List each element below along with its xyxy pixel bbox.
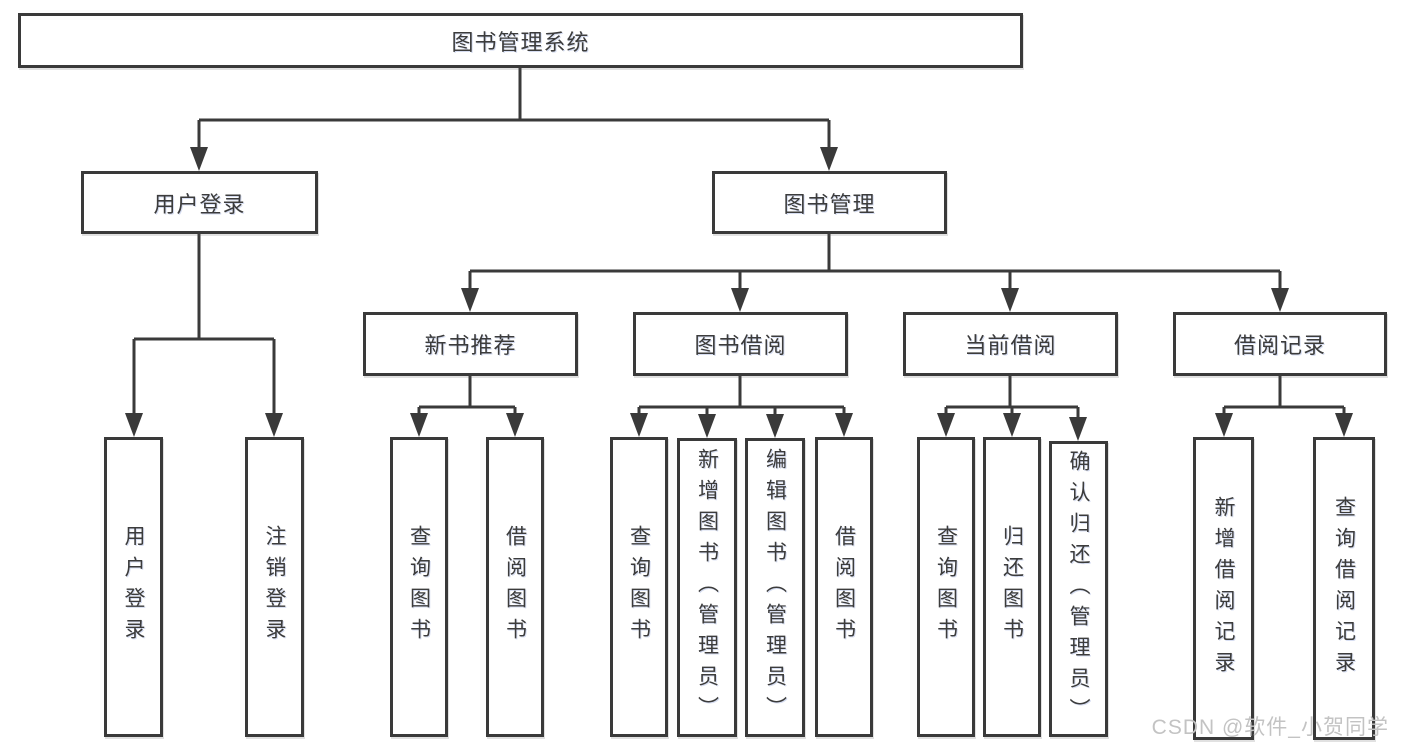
node-user-login: 用户登录 bbox=[81, 171, 318, 234]
leaf-query-books-borrow: 查询图书 bbox=[610, 437, 668, 737]
arrowhead bbox=[265, 413, 283, 437]
leaf-borrow-books-borrow-label: 借阅图书 bbox=[832, 525, 856, 649]
arrowhead bbox=[820, 147, 838, 171]
connector-borrow-record-split bbox=[1222, 376, 1346, 416]
leaf-add-books-admin-label: 新增图书（管理员） bbox=[695, 448, 719, 727]
node-user-login-label: 用户登录 bbox=[153, 191, 246, 217]
leaf-query-books-current-label: 查询图书 bbox=[934, 525, 958, 649]
arrowhead bbox=[190, 147, 208, 171]
leaf-query-borrow-record: 查询借阅记录 bbox=[1313, 437, 1375, 740]
node-new-book-rec: 新书推荐 bbox=[363, 312, 578, 376]
arrowhead bbox=[698, 414, 716, 438]
leaf-confirm-return-admin: 确认归还（管理员） bbox=[1049, 441, 1108, 737]
leaf-query-borrow-record-label: 查询借阅记录 bbox=[1332, 495, 1356, 682]
arrowhead bbox=[731, 288, 749, 312]
arrowhead bbox=[1335, 413, 1353, 437]
leaf-return-books-label: 归还图书 bbox=[1000, 525, 1024, 649]
connector-current-borrow-split bbox=[944, 376, 1080, 420]
leaf-return-books: 归还图书 bbox=[983, 437, 1041, 737]
leaf-user-login-label: 用户登录 bbox=[122, 525, 145, 649]
leaf-logout: 注销登录 bbox=[245, 437, 304, 737]
arrowhead bbox=[410, 413, 428, 437]
arrowhead bbox=[1003, 413, 1021, 437]
arrowhead bbox=[630, 413, 648, 437]
leaf-borrow-books-newrec-label: 借阅图书 bbox=[503, 525, 527, 649]
node-root: 图书管理系统 bbox=[18, 13, 1023, 68]
node-book-mgmt: 图书管理 bbox=[712, 171, 947, 234]
node-new-book-rec-label: 新书推荐 bbox=[424, 333, 517, 358]
node-root-label: 图书管理系统 bbox=[451, 29, 590, 55]
connector-root-split bbox=[197, 68, 831, 150]
leaf-add-borrow-record: 新增借阅记录 bbox=[1193, 437, 1254, 740]
leaf-logout-label: 注销登录 bbox=[263, 525, 286, 649]
leaf-edit-books-admin: 编辑图书（管理员） bbox=[745, 438, 805, 737]
arrowhead bbox=[766, 414, 784, 438]
arrowhead bbox=[1215, 413, 1233, 437]
arrowhead bbox=[937, 413, 955, 437]
node-current-borrow: 当前借阅 bbox=[903, 312, 1118, 376]
arrowhead bbox=[1001, 288, 1019, 312]
node-book-borrow-label: 图书借阅 bbox=[694, 333, 787, 358]
connector-user-login-split bbox=[132, 234, 276, 416]
arrowhead bbox=[1069, 417, 1087, 441]
node-current-borrow-label: 当前借阅 bbox=[964, 333, 1057, 358]
node-borrow-record: 借阅记录 bbox=[1173, 312, 1387, 376]
leaf-query-books-newrec-label: 查询图书 bbox=[407, 525, 431, 649]
arrowhead bbox=[835, 413, 853, 437]
node-book-borrow: 图书借阅 bbox=[633, 312, 848, 376]
leaf-confirm-return-admin-label: 确认归还（管理员） bbox=[1067, 449, 1090, 729]
leaf-user-login: 用户登录 bbox=[104, 437, 163, 737]
leaf-query-books-current: 查询图书 bbox=[917, 437, 975, 737]
node-book-mgmt-label: 图书管理 bbox=[783, 191, 876, 217]
leaf-borrow-books-borrow: 借阅图书 bbox=[815, 437, 873, 737]
arrowheads bbox=[125, 147, 1353, 441]
arrowhead bbox=[1271, 288, 1289, 312]
leaf-add-books-admin: 新增图书（管理员） bbox=[677, 438, 737, 737]
arrowhead bbox=[125, 413, 143, 437]
connector-new-book-split bbox=[417, 376, 517, 416]
leaf-edit-books-admin-label: 编辑图书（管理员） bbox=[763, 448, 787, 727]
leaf-borrow-books-newrec: 借阅图书 bbox=[486, 437, 544, 737]
leaf-add-borrow-record-label: 新增借阅记录 bbox=[1212, 495, 1235, 682]
leaf-query-books-newrec: 查询图书 bbox=[390, 437, 448, 737]
node-borrow-record-label: 借阅记录 bbox=[1233, 333, 1326, 358]
connector-book-borrow-split bbox=[637, 376, 846, 417]
connector-book-mgmt-split bbox=[468, 234, 1282, 291]
leaf-query-books-borrow-label: 查询图书 bbox=[627, 525, 651, 649]
csdn-watermark: CSDN @软件_小贺同学 bbox=[1151, 716, 1389, 739]
arrowhead bbox=[461, 288, 479, 312]
arrowhead bbox=[506, 413, 524, 437]
